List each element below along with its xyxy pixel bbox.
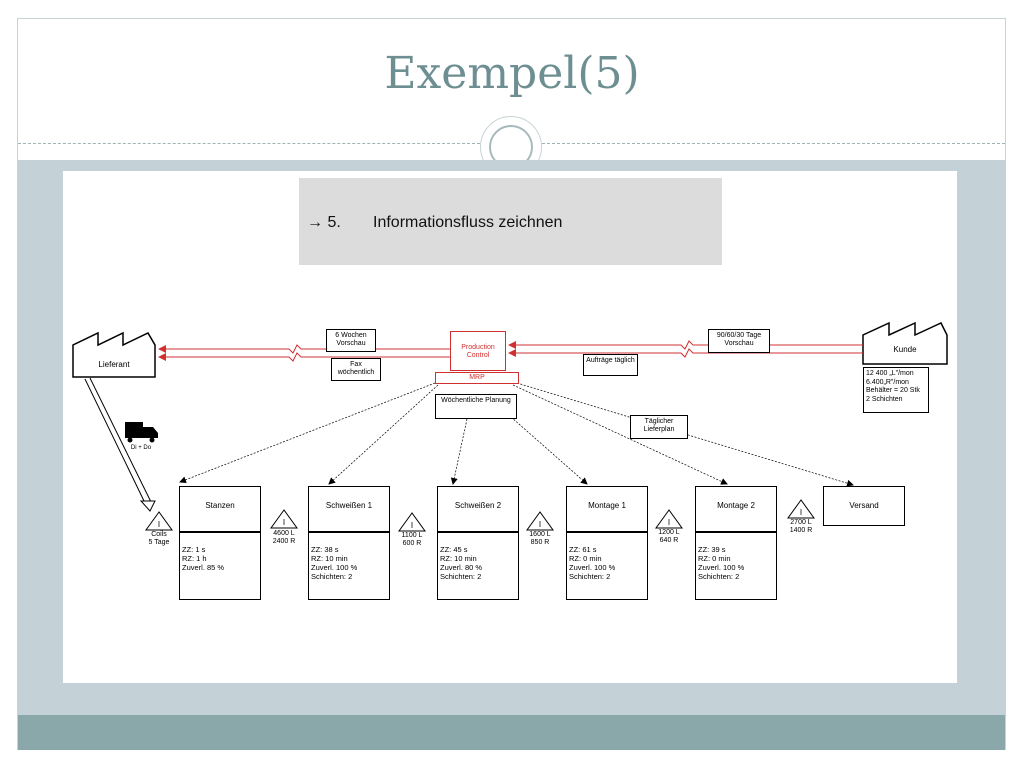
- woechentliche-planung-note: Wöchentliche Planung: [435, 394, 517, 419]
- title-divider-left: [18, 143, 480, 144]
- auftraege-flow-line: [508, 348, 863, 358]
- slide-title: Exempel(5): [384, 48, 640, 99]
- value-stream-map: → 5. Informationsfluss zeichnen Lieferan…: [63, 171, 957, 683]
- inventory-symbol: I: [539, 520, 541, 529]
- vorschau-note: 6 Wochen Vorschau: [326, 329, 376, 352]
- inventory-symbol: I: [668, 518, 670, 527]
- step-number: → 5.: [307, 214, 341, 231]
- taeglicher-lieferplan-note: Täglicher Lieferplan: [630, 415, 688, 439]
- process-schweissen-2: Schweißen 2: [437, 486, 519, 532]
- inventory-symbol: I: [158, 520, 160, 529]
- production-control-box: Production Control: [450, 331, 506, 371]
- inventory-symbol: I: [800, 508, 802, 517]
- footer-band: [18, 715, 1005, 750]
- kunde-label: Kunde: [893, 345, 917, 354]
- title-divider-right: [542, 143, 1005, 144]
- kunde-vorschau-note: 90/60/30 Tage Vorschau: [708, 329, 770, 353]
- kunde-info-box: 12 400 „L"/mon 6.400„R"/mon Behälter = 2…: [863, 367, 929, 413]
- process-montage-2: Montage 2: [695, 486, 777, 532]
- flow-lines: Lieferant Kunde Di + Do: [72, 321, 948, 532]
- process-schweissen-1: Schweißen 1: [308, 486, 390, 532]
- lieferant-label: Lieferant: [98, 360, 130, 369]
- mrp-box: MRP: [435, 372, 519, 384]
- kunde-factory-icon: [862, 321, 948, 365]
- kunde-vorschau-flow-line: [508, 340, 863, 350]
- process-stanzen: Stanzen: [179, 486, 261, 532]
- lieferant-factory-icon: [72, 331, 156, 378]
- fax-flow-line: [158, 352, 450, 362]
- inventory-icon: [145, 499, 815, 532]
- fax-note: Fax wöchentlich: [331, 358, 381, 381]
- truck-icon: [125, 422, 158, 443]
- process-versand: Versand: [823, 486, 905, 526]
- process-montage-1: Montage 1: [566, 486, 648, 532]
- vorschau-flow-line: [158, 344, 450, 354]
- auftraege-note: Aufträge täglich: [583, 354, 638, 376]
- step-header: → 5. Informationsfluss zeichnen: [299, 178, 722, 265]
- inventory-symbol: I: [411, 521, 413, 530]
- step-text: Informationsfluss zeichnen: [373, 214, 563, 231]
- truck-label: Di + Do: [131, 445, 152, 451]
- inventory-symbol: I: [283, 518, 285, 527]
